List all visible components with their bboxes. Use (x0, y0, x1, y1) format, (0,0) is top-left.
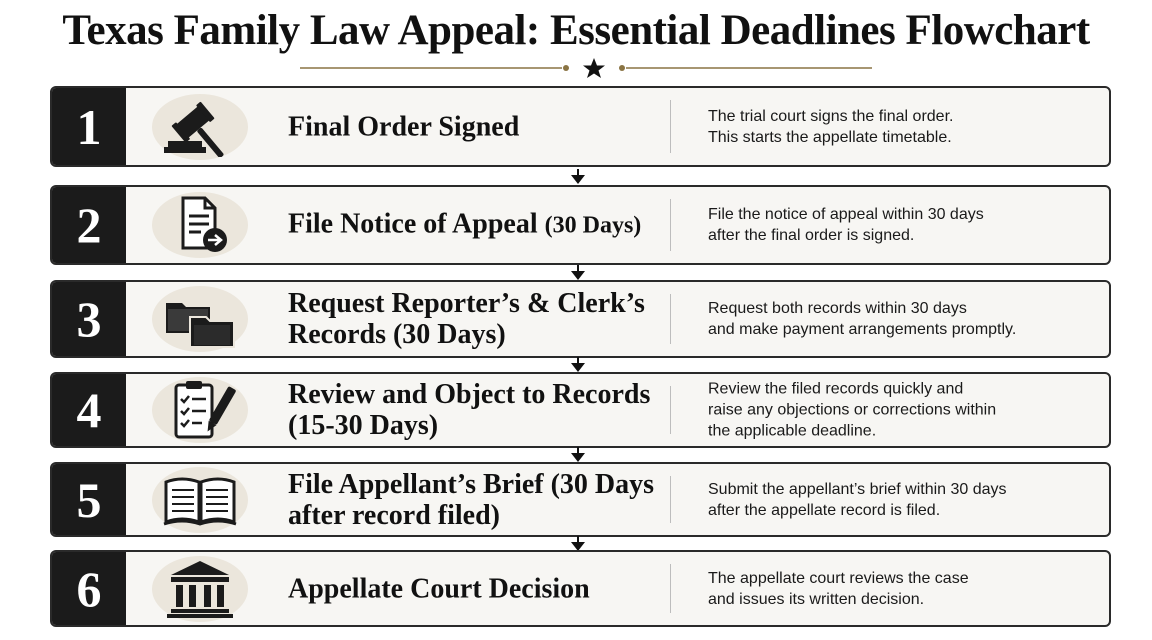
title-ornament (300, 58, 872, 78)
description-line: The trial court signs the final order. (708, 107, 954, 125)
description-line: after the final order is signed. (708, 227, 915, 244)
step-4: 4 Review and Object to Records (15-30 Da… (50, 372, 1111, 448)
description-line: The appellate court reviews the case (708, 569, 969, 587)
divider (670, 476, 671, 523)
description-line: File the notice of appeal within 30 days (708, 206, 984, 223)
arrow-down-icon (571, 265, 585, 280)
description-line: Review the filed records quickly and (708, 380, 964, 398)
step-number: 5 (52, 464, 126, 535)
step-number: 4 (52, 374, 126, 446)
arrow-down-icon (571, 536, 585, 551)
folders-icon (152, 286, 248, 352)
description-line: raise any objections or corrections with… (708, 401, 997, 419)
step-number: 2 (52, 187, 126, 263)
step-description: File the notice of appeal within 30 days… (708, 204, 1088, 246)
page-title: Texas Family Law Appeal: Essential Deadl… (62, 7, 1090, 54)
step-title-text: Review and Object to Records (15-30 Days… (288, 379, 651, 441)
description-line: Submit the appellant’s brief within 30 d… (708, 480, 1007, 498)
step-number: 1 (52, 88, 126, 165)
step-5: 5 File Appellant’s Brief (30 Days after … (50, 462, 1111, 537)
step-number: 6 (52, 552, 126, 625)
step-title-text: File Appellant’s Brief (30 Days after re… (288, 468, 655, 531)
step-title-duration: (30 Days) (544, 212, 642, 239)
divider (670, 294, 671, 344)
step-title: Final Order Signed (288, 111, 668, 142)
step-description: The trial court signs the final order. T… (708, 106, 1088, 148)
step-title: File Notice of Appeal (30 Days) (288, 209, 668, 242)
step-title: Request Reporter’s & Clerk’s Records (30… (288, 288, 668, 350)
step-description: Review the filed records quickly and rai… (708, 379, 1088, 442)
courthouse-icon (152, 555, 248, 622)
step-title: File Appellant’s Brief (30 Days after re… (288, 469, 668, 531)
step-description: Submit the appellant’s brief within 30 d… (708, 479, 1088, 521)
arrow-down-icon (571, 447, 585, 462)
divider (670, 199, 671, 251)
step-6: 6 Appellate Court Decision The appellate… (50, 550, 1111, 627)
step-title: Review and Object to Records (15-30 Days… (288, 379, 668, 441)
document-arrow-icon (152, 192, 248, 258)
description-line: and issues its written decision. (708, 590, 925, 608)
divider (670, 386, 671, 434)
arrow-down-icon (571, 169, 585, 184)
clipboard-checklist-icon (152, 377, 248, 443)
description-line: the applicable deadline. (708, 422, 877, 440)
description-line: This starts the appellate timetable. (708, 128, 952, 146)
step-title-text: Final Order Signed (288, 111, 520, 142)
divider (670, 100, 671, 153)
description-line: Request both records within 30 days (708, 300, 967, 317)
step-description: Request both records within 30 days and … (708, 298, 1088, 340)
arrow-down-icon (571, 357, 585, 372)
step-title-text: Appellate Court Decision (288, 573, 590, 604)
step-title-text: File Notice of Appeal (288, 208, 538, 240)
description-line: and make payment arrangements promptly. (708, 321, 1017, 338)
description-line: after the appellate record is filed. (708, 501, 941, 519)
gavel-icon (152, 93, 248, 160)
divider (670, 564, 671, 613)
step-2: 2 File Notice of Appeal (30 Days) File t… (50, 185, 1111, 265)
step-3: 3 Request Reporter’s & Clerk’s Records (… (50, 280, 1111, 358)
step-description: The appellate court reviews the case and… (708, 568, 1088, 610)
step-1: 1 Final Order Signed The trial court sig… (50, 86, 1111, 167)
open-book-icon (152, 466, 248, 533)
star-icon (583, 58, 605, 78)
step-title: Appellate Court Decision (288, 573, 668, 604)
step-title-text: Request Reporter’s & Clerk’s Records (30… (288, 288, 645, 350)
step-number: 3 (52, 282, 126, 356)
